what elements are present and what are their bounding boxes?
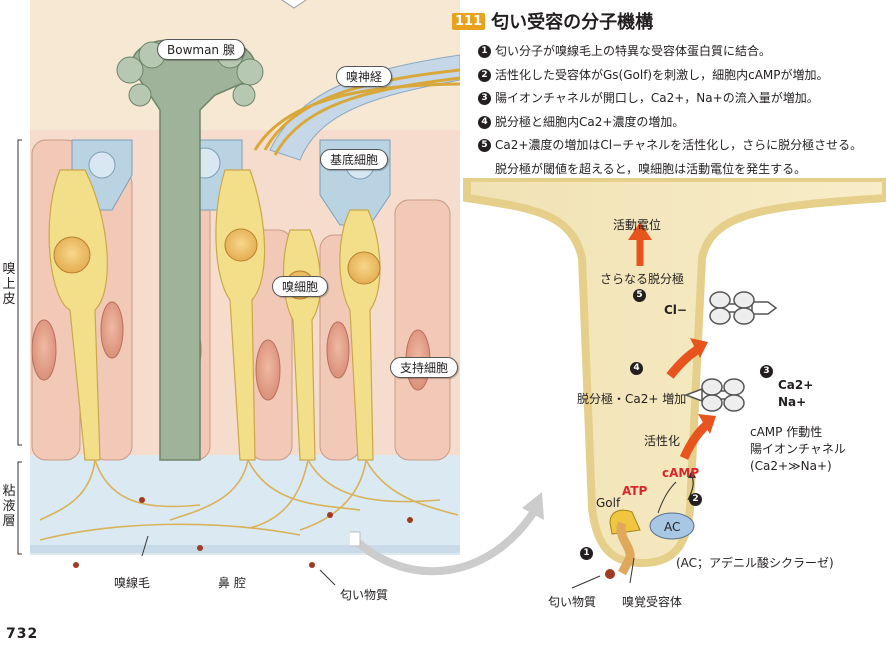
marker-4: 4: [630, 362, 643, 375]
olfactory-nerve-label: 嗅神経: [336, 66, 393, 87]
adenylate-cyclase-label: AC: [664, 520, 681, 534]
odorant-label-left: 匂い物質: [340, 588, 389, 602]
section-title: 111 匂い受容の分子機構: [452, 8, 653, 34]
bowman-gland-label: Bowman 腺: [157, 39, 245, 60]
cilia-label: 嗅線毛: [114, 576, 151, 590]
marker-2: 2: [689, 493, 702, 506]
sodium-ion-label: Na+: [778, 395, 807, 409]
marker-3: 3: [760, 365, 773, 378]
marker-1: 1: [580, 547, 593, 560]
further-depolarization-label: さらなる脱分極: [600, 272, 685, 286]
mucus-layer-side-label: 粘液層: [2, 484, 16, 529]
golf-label: Golf: [596, 496, 621, 510]
receptor-label: 嗅覚受容体: [622, 595, 683, 609]
nasal-cavity-label: 鼻 腔: [218, 576, 246, 590]
olfactory-cell-label: 嗅細胞: [272, 276, 329, 297]
calcium-ion-label: Ca2+: [778, 378, 814, 392]
section-title-text: 匂い受容の分子機構: [491, 12, 654, 33]
zoom-arrow: [350, 492, 544, 576]
atp-label: ATP: [622, 484, 648, 498]
action-potential-label: 活動電位: [613, 218, 662, 232]
chloride-label: Cl−: [664, 303, 687, 317]
activation-label: 活性化: [644, 434, 681, 448]
depolarization-calcium-label: 脱分極・Ca2+ 増加: [577, 392, 687, 406]
basal-cell-label: 基底細胞: [320, 149, 389, 170]
cation-channel-label: cAMP 作動性陽イオンチャネル(Ca2+≫Na+): [750, 425, 846, 473]
cilium-molecular-illustration: [463, 178, 886, 589]
step-5-continued: 脱分極が閾値を超えると，嗅細胞は活動電位を発生する。: [495, 161, 807, 176]
epithelium-side-label: 嗅上皮: [2, 262, 16, 307]
marker-5: 5: [633, 289, 646, 302]
page-number: 732: [6, 626, 39, 642]
camp-label: cAMP: [662, 466, 700, 480]
section-number: 111: [452, 12, 486, 30]
support-cell-label: 支持細胞: [390, 357, 459, 378]
olfactory-epithelium-illustration: [17, 0, 460, 586]
odorant-label-right: 匂い物質: [548, 595, 597, 609]
ac-note: (AC；アデニル酸シクラーゼ): [676, 556, 834, 570]
